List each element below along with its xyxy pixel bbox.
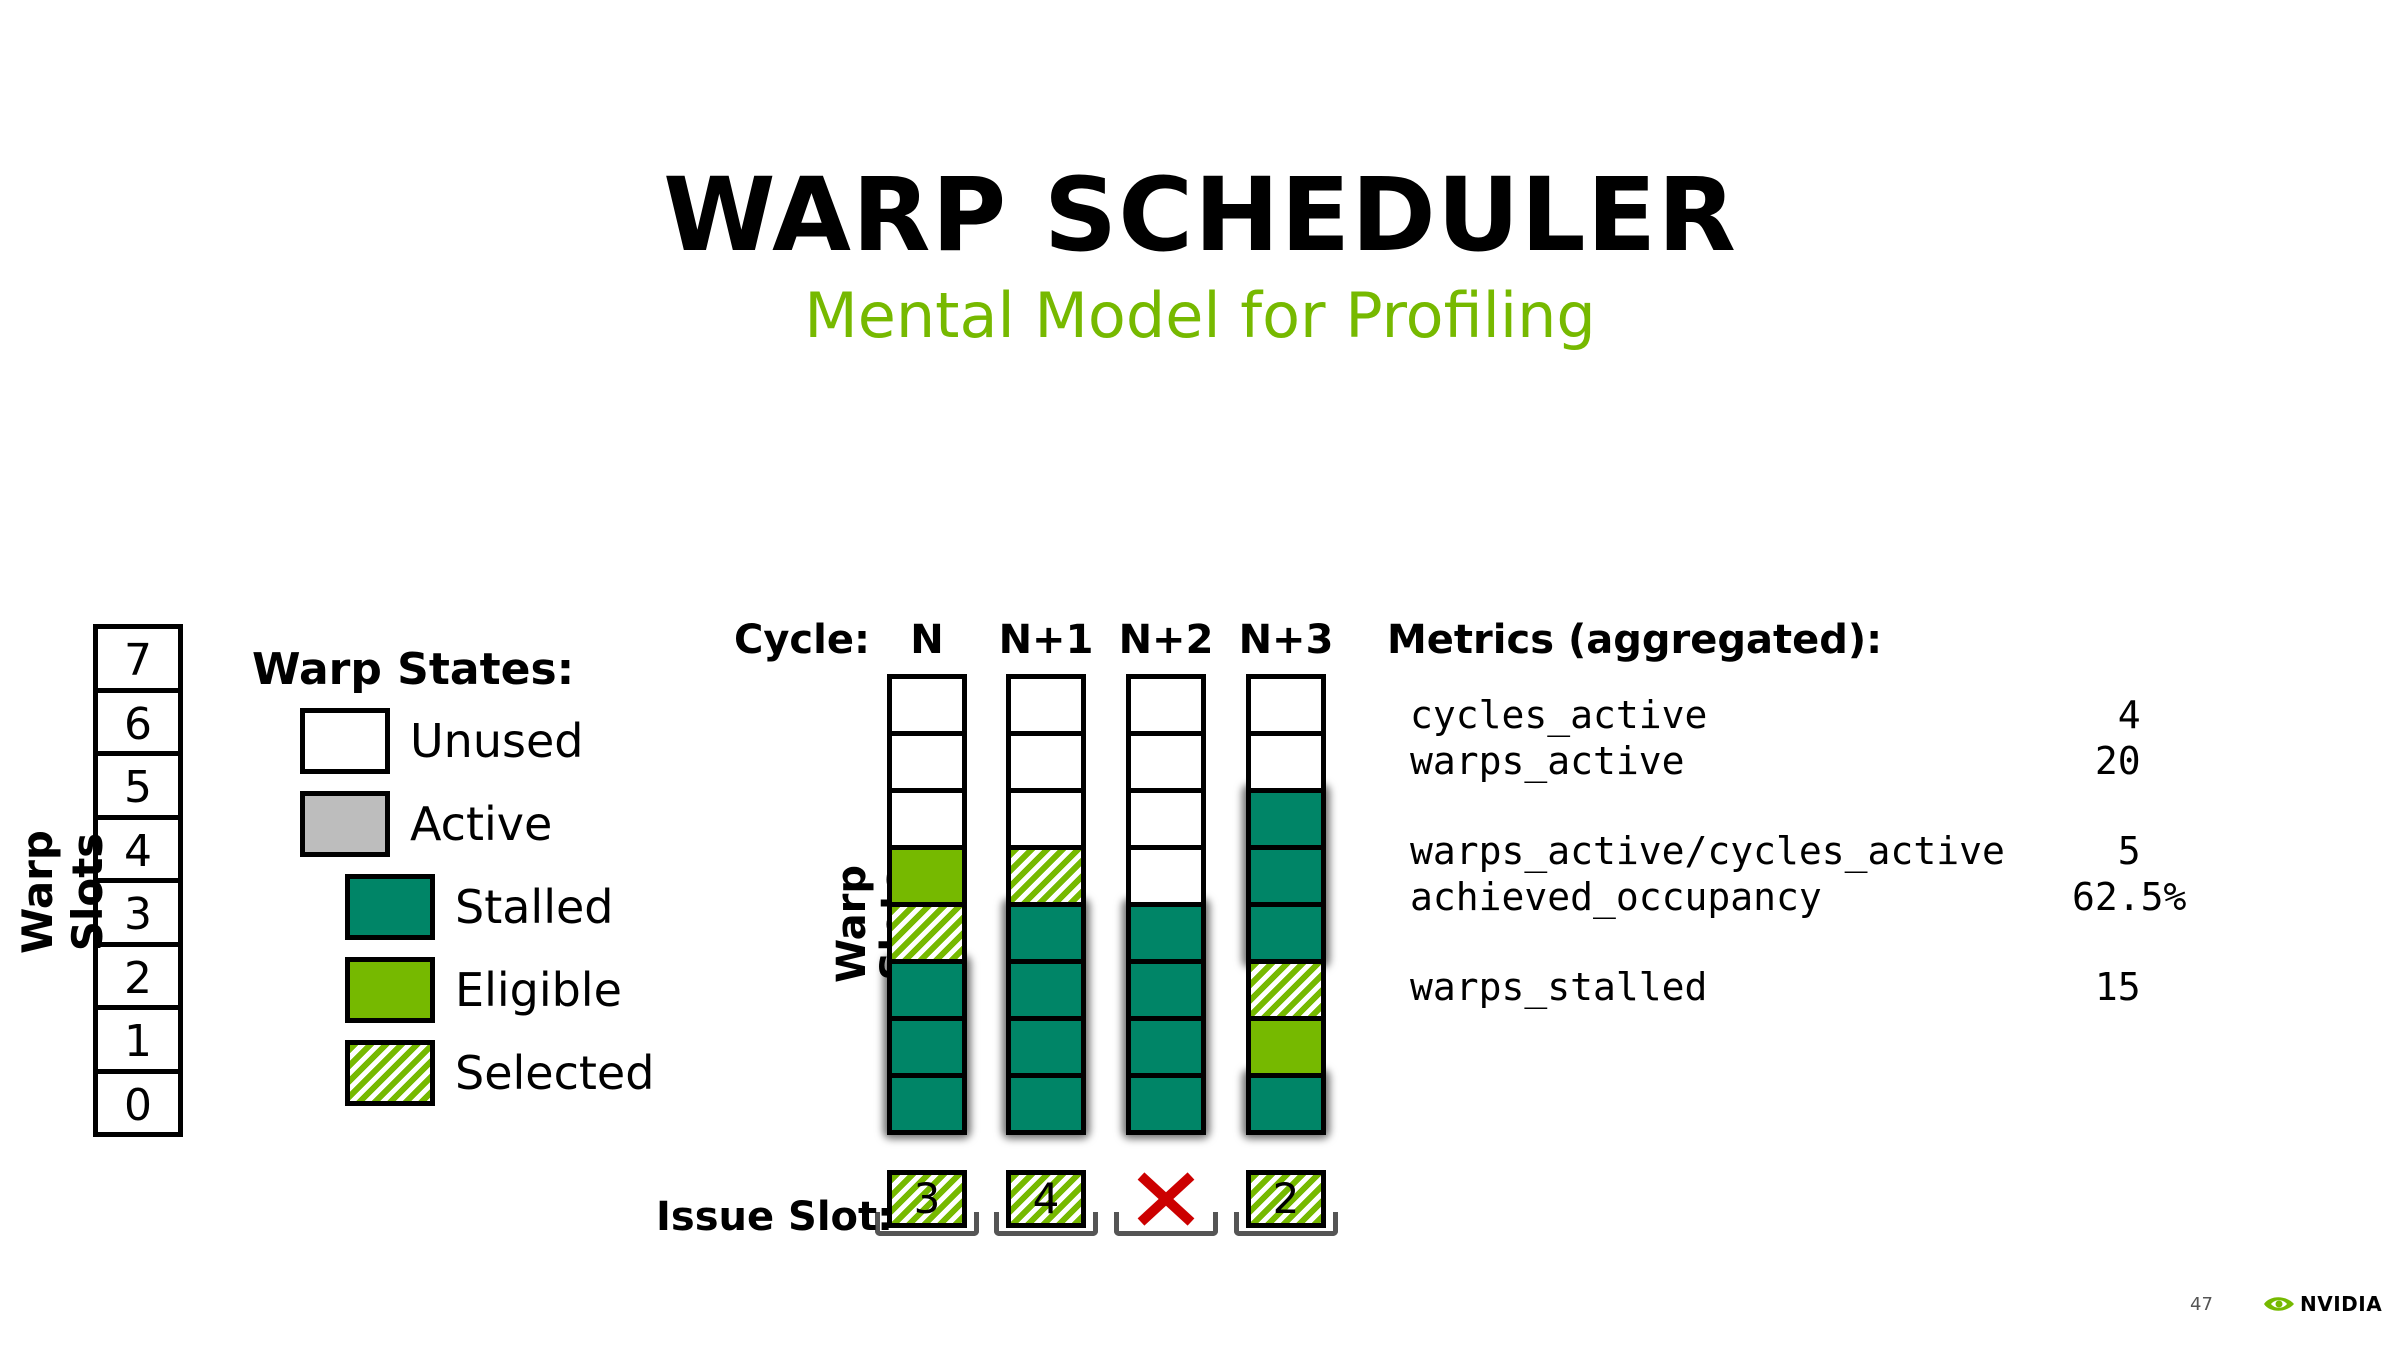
issue-slot-tray — [1114, 1212, 1218, 1236]
warp-cell-stalled — [1246, 902, 1326, 964]
no-issue-x-icon — [1137, 1172, 1195, 1226]
legend-swatch-selected — [345, 1040, 435, 1106]
slide-subtitle: Mental Model for Profiling — [804, 279, 1596, 352]
warp-cell-unused — [1126, 788, 1206, 850]
warp-slot-number: 5 — [93, 751, 183, 820]
warp-slot-number: 2 — [93, 941, 183, 1010]
warp-slot-number: 7 — [93, 624, 183, 693]
cycle-name: N+3 — [1238, 617, 1334, 663]
slide-title: WARP SCHEDULER — [663, 156, 1737, 275]
metrics-title: Metrics (aggregated): — [1387, 617, 1883, 663]
warp-cell-eligible — [1246, 1016, 1326, 1078]
legend-label-eligible: Eligible — [455, 963, 622, 1017]
issue-slot-number: 4 — [1032, 1174, 1060, 1223]
legend-label-selected: Selected — [455, 1046, 655, 1100]
warp-cell-stalled — [887, 1016, 967, 1078]
warp-cell-stalled — [1126, 959, 1206, 1021]
legend-label-active: Active — [410, 797, 553, 851]
warp-cell-unused — [1246, 731, 1326, 793]
warp-cell-selected — [1246, 959, 1326, 1021]
legend-label-unused: Unused — [410, 714, 584, 768]
issue-slot-selected-warp: 4 — [1006, 1170, 1086, 1228]
cycle-label: Cycle: — [734, 617, 870, 663]
metric-value: 15 — [2072, 965, 2141, 1009]
warp-cell-stalled — [887, 1073, 967, 1135]
issue-slot-tray — [994, 1212, 1098, 1236]
cycle-name: N+1 — [998, 617, 1094, 663]
issue-slot-selected-warp: 3 — [887, 1170, 967, 1228]
warp-cell-stalled — [1126, 1016, 1206, 1078]
warp-cell-stalled — [1246, 788, 1326, 850]
legend-swatch-eligible — [345, 957, 435, 1023]
warp-cell-unused — [1006, 674, 1086, 736]
metric-name: achieved_occupancy — [1410, 875, 1822, 919]
legend-title: Warp States: — [252, 644, 575, 695]
warp-cell-unused — [1126, 845, 1206, 907]
legend-swatch-active — [300, 791, 390, 857]
issue-slot-number: 3 — [913, 1174, 941, 1223]
nvidia-eye-icon — [2264, 1297, 2294, 1311]
warp-cell-stalled — [1006, 902, 1086, 964]
warp-cell-unused — [887, 788, 967, 850]
cycle-name: N+2 — [1118, 617, 1214, 663]
issue-slot-selected-warp: 2 — [1246, 1170, 1326, 1228]
warp-slot-number: 6 — [93, 687, 183, 756]
warp-slot-number: 4 — [93, 814, 183, 883]
warp-cell-stalled — [1006, 959, 1086, 1021]
legend-label-stalled: Stalled — [455, 880, 614, 934]
warp-cell-unused — [1126, 674, 1206, 736]
legend-swatch-stalled — [345, 874, 435, 940]
metric-name: warps_active — [1410, 739, 1685, 783]
warp-cell-stalled — [1246, 845, 1326, 907]
issue-slot-number: 2 — [1272, 1174, 1300, 1223]
warp-cell-selected — [887, 902, 967, 964]
metric-name: warps_active/cycles_active — [1410, 829, 2005, 873]
warp-cell-unused — [1126, 731, 1206, 793]
metric-value: 4 — [2072, 693, 2141, 737]
metric-name: warps_stalled — [1410, 965, 1708, 1009]
warp-cell-unused — [887, 731, 967, 793]
metric-value: 62.5% — [2072, 875, 2187, 919]
warp-cell-unused — [887, 674, 967, 736]
warp-cell-stalled — [1246, 1073, 1326, 1135]
warp-cell-stalled — [1126, 902, 1206, 964]
metric-value: 20 — [2072, 739, 2141, 783]
warp-cell-stalled — [1006, 1073, 1086, 1135]
warp-cell-unused — [1006, 731, 1086, 793]
warp-cell-selected — [1006, 845, 1086, 907]
warp-slot-number: 1 — [93, 1005, 183, 1074]
warp-slot-number: 0 — [93, 1068, 183, 1137]
issue-slot-tray — [875, 1212, 979, 1236]
warp-cell-stalled — [1126, 1073, 1206, 1135]
warp-cell-eligible — [887, 845, 967, 907]
legend-swatch-unused — [300, 708, 390, 774]
page-number: 47 — [2190, 1294, 2213, 1315]
nvidia-brand-text: NVIDIA — [2300, 1292, 2383, 1316]
metric-name: cycles_active — [1410, 693, 1708, 737]
warp-cell-unused — [1246, 674, 1326, 736]
nvidia-logo: NVIDIA — [2262, 1292, 2382, 1316]
metric-value: 5 — [2072, 829, 2141, 873]
warp-cell-stalled — [887, 959, 967, 1021]
warp-cell-stalled — [1006, 1016, 1086, 1078]
warp-cell-unused — [1006, 788, 1086, 850]
warp-slot-number: 3 — [93, 878, 183, 947]
issue-slot-label: Issue Slot: — [656, 1194, 894, 1240]
cycle-name: N — [910, 617, 944, 663]
issue-slot-tray — [1234, 1212, 1338, 1236]
